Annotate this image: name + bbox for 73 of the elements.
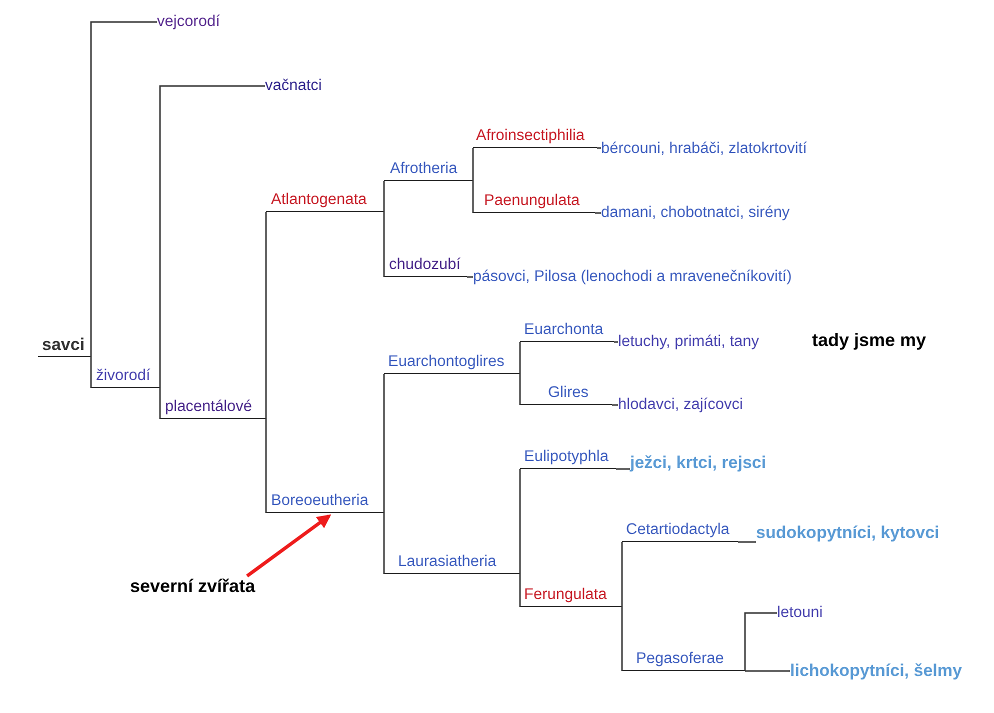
tree-branch: [246, 514, 332, 578]
clade-branch: [384, 159, 473, 181]
taxon-name: damani, chobotnatci, sirény: [601, 203, 790, 223]
clade-branch: [384, 552, 520, 574]
tree-branch: [519, 374, 521, 405]
clade-name: Pegasoferae: [636, 650, 724, 668]
tree-branch: [597, 147, 601, 149]
tree-branch: [159, 388, 161, 419]
tree-branch: [614, 341, 618, 343]
clade-name: Paenungulata: [484, 192, 580, 210]
taxon-name: vejcorodí: [157, 12, 220, 32]
clade-branch: [384, 352, 520, 374]
tree-branch: [90, 357, 92, 388]
tree-branch: [519, 469, 521, 574]
taxon-name: lichokopytníci, šelmy: [790, 661, 962, 681]
tree-branch: [383, 212, 385, 277]
annotation-text: tady jsme my: [812, 330, 926, 351]
tree-branch: [472, 148, 474, 181]
clade-branch: [160, 397, 266, 419]
clade-branch: [520, 447, 616, 469]
annotation-text: severní zvířata: [130, 576, 256, 597]
tree-branch: [621, 542, 623, 607]
taxon-name: hlodavci, zajícovci: [618, 395, 743, 415]
tree-branch: [159, 85, 265, 388]
clade-name: Boreoeutheria: [271, 492, 368, 510]
clade-name: Laurasiatheria: [398, 553, 496, 571]
clade-branch: [91, 366, 160, 388]
clade-name: Euarchontoglires: [388, 353, 504, 371]
taxon-name: bércouni, hrabáči, zlatokrtovití: [601, 139, 807, 159]
tree-branch: [90, 21, 157, 357]
clade-name: Euarchonta: [524, 321, 604, 339]
clade-name: Afrotheria: [390, 160, 458, 178]
clade-branch: [266, 190, 384, 212]
clade-name: Ferungulata: [524, 586, 607, 604]
taxon-name: vačnatci: [265, 76, 322, 96]
tree-branch: [519, 342, 521, 374]
clade-branch: [384, 255, 467, 277]
tree-branch: [383, 374, 385, 513]
tree-branch: [472, 181, 474, 213]
tree-branch: [467, 276, 473, 278]
clade-name: Afroinsectiphilia: [476, 127, 585, 145]
tree-branch: [612, 404, 618, 406]
clade-branch: [473, 126, 597, 148]
clade-name: živorodí: [96, 367, 150, 385]
clade-name: Eulipotyphla: [524, 448, 608, 466]
tree-branch: [265, 419, 267, 513]
tree-branch: [265, 212, 267, 419]
tree-branch: [383, 181, 385, 212]
clade-branch: [520, 585, 622, 607]
taxon-name: sudokopytníci, kytovci: [756, 523, 940, 543]
clade-name: Cetartiodactyla: [626, 521, 730, 539]
clade-name: Atlantogenata: [271, 191, 367, 209]
taxon-name: letouni: [777, 603, 823, 623]
clade-branch: [38, 335, 91, 357]
tree-branch: [519, 574, 521, 607]
tree-branch: [738, 541, 756, 543]
tree-branch: [616, 468, 630, 470]
tree-branch: [745, 670, 790, 672]
clade-branch: [473, 191, 595, 213]
clade-name: savci: [42, 336, 85, 354]
tree-branch: [383, 513, 385, 574]
tree-branch: [744, 612, 777, 671]
clade-branch: [622, 520, 738, 542]
tree-branch: [621, 607, 623, 671]
clade-name: placentálové: [165, 398, 252, 416]
clade-branch: [520, 383, 612, 405]
taxon-name: pásovci, Pilosa (lenochodi a mravenečníkovití): [473, 267, 792, 287]
clade-name: Glires: [548, 384, 588, 402]
taxon-name: letuchy, primáti, tany: [618, 332, 759, 352]
clade-branch: [520, 320, 614, 342]
tree-branch: [595, 212, 601, 214]
taxon-name: ježci, krtci, rejsci: [630, 453, 766, 473]
clade-name: chudozubí: [389, 256, 461, 274]
